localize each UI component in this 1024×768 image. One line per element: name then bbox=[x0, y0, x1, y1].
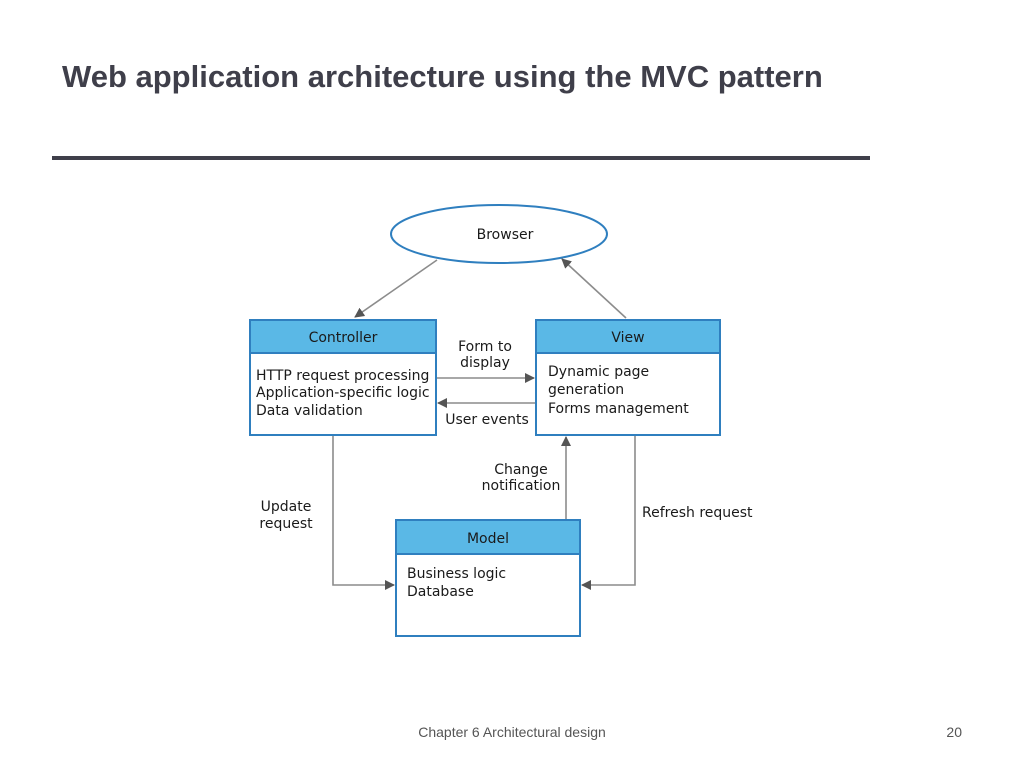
controller-header bbox=[249, 319, 437, 354]
arrow-view-to-browser bbox=[561, 258, 627, 319]
arrow-update-request bbox=[332, 436, 395, 590]
controller-title: Controller bbox=[309, 330, 378, 346]
edge-label-update-request: request bbox=[259, 516, 313, 532]
slide-footer: Chapter 6 Architectural design bbox=[418, 724, 606, 740]
edge-label-update-request: Update bbox=[261, 499, 312, 515]
model-body-line: Business logic bbox=[407, 566, 506, 582]
model-title: Model bbox=[467, 531, 509, 547]
model-header bbox=[395, 519, 581, 555]
model-box: Model Business logic Database bbox=[395, 519, 581, 637]
page-number: 20 bbox=[946, 724, 962, 740]
view-header bbox=[535, 319, 721, 354]
edge-label-form-to-display: Form to bbox=[458, 339, 512, 355]
view-body-line: generation bbox=[548, 382, 624, 398]
arrow-browser-to-controller bbox=[354, 259, 438, 318]
controller-box: Controller HTTP request processing Appli… bbox=[249, 319, 437, 436]
model-body-line: Database bbox=[407, 584, 474, 600]
edge-label-form-to-display: display bbox=[460, 355, 510, 371]
edge-label-refresh-request: Refresh request bbox=[642, 505, 753, 521]
edge-label-change-notification: notification bbox=[482, 478, 561, 494]
arrow-refresh-request bbox=[581, 436, 636, 590]
controller-body-line: Application-specific logic bbox=[256, 385, 430, 401]
controller-body-line: HTTP request processing bbox=[256, 368, 429, 384]
view-body-line: Forms management bbox=[548, 401, 689, 417]
title-divider bbox=[52, 156, 870, 160]
view-box: View Dynamic page generation Forms manag… bbox=[535, 319, 721, 436]
view-body-line: Dynamic page bbox=[548, 364, 649, 380]
edge-label-user-events: User events bbox=[445, 412, 529, 428]
view-title: View bbox=[611, 330, 644, 346]
edge-label-change-notification: Change bbox=[494, 462, 548, 478]
controller-body-line: Data validation bbox=[256, 403, 363, 419]
slide-title: Web application architecture using the M… bbox=[62, 59, 823, 94]
browser-label: Browser bbox=[477, 227, 534, 243]
browser-node bbox=[390, 204, 608, 264]
